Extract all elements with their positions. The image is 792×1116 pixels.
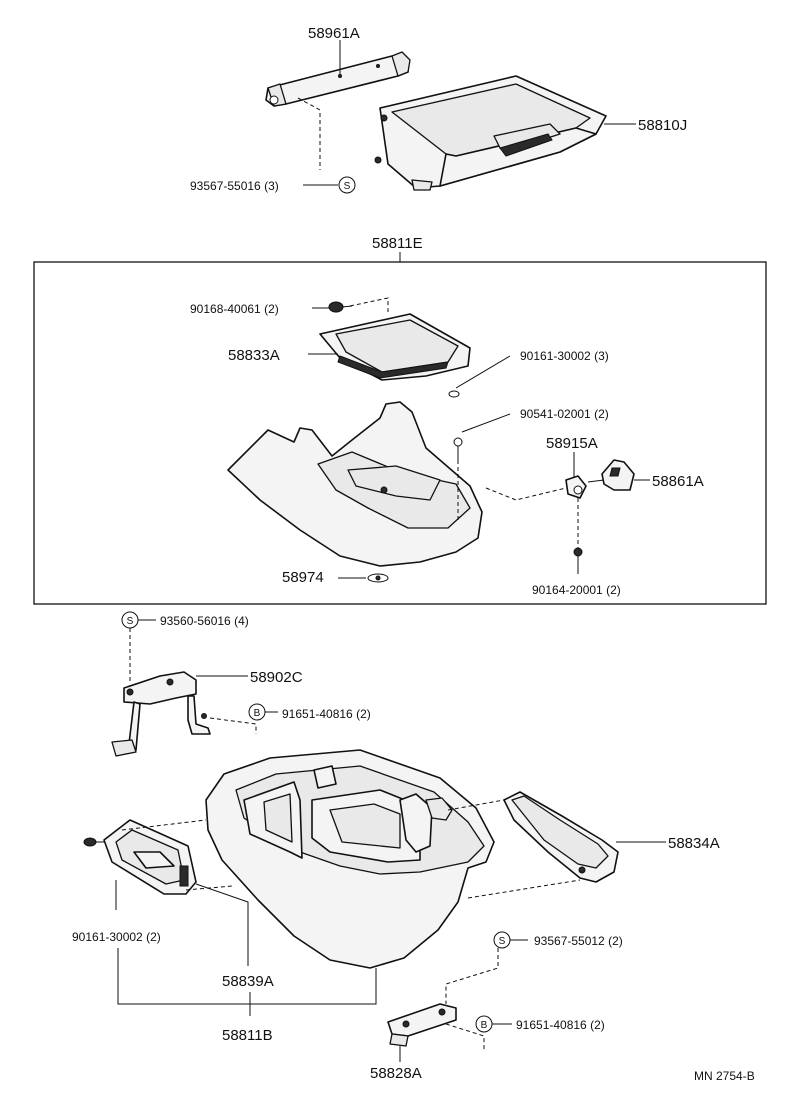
assembly-frame-58811e	[33, 261, 767, 605]
s-symbol-2: S	[121, 611, 139, 629]
label-58810j: 58810J	[638, 117, 687, 134]
label-90161-30002-3: 90161-30002 (3)	[520, 349, 609, 363]
shifter-panel	[227, 401, 483, 567]
storage-box-58810j	[374, 75, 607, 191]
label-58974: 58974	[282, 569, 324, 586]
tray-58833a	[319, 313, 471, 381]
label-58902c: 58902C	[250, 669, 303, 686]
label-90161-30002-2: 90161-30002 (2)	[72, 930, 161, 944]
s-symbol-1: S	[338, 176, 356, 194]
trim-58834a	[503, 791, 619, 883]
label-58915a: 58915A	[546, 435, 598, 452]
bracket-58828a	[387, 1003, 457, 1047]
label-90164-20001: 90164-20001 (2)	[532, 583, 621, 597]
svg-text:S: S	[344, 181, 351, 192]
b-symbol-1: B	[248, 703, 266, 721]
hinge-bracket-58961a	[265, 51, 411, 107]
label-58811e: 58811E	[372, 235, 423, 252]
lid-58839a	[103, 819, 197, 895]
screw-90164	[573, 547, 583, 574]
label-91651-40816-b: 91651-40816 (2)	[516, 1018, 605, 1032]
label-58961a: 58961A	[308, 25, 360, 42]
label-90168-40061: 90168-40061 (2)	[190, 302, 279, 316]
bracket-58902c	[111, 671, 211, 757]
label-93560-56016: 93560-56016 (4)	[160, 614, 249, 628]
label-58861a: 58861A	[652, 473, 704, 490]
label-58811b: 58811B	[222, 1027, 273, 1044]
label-90541-02001: 90541-02001 (2)	[520, 407, 609, 421]
knob-58861a	[601, 459, 635, 491]
screw-90168	[328, 301, 353, 313]
label-58833a: 58833A	[228, 347, 280, 364]
diagram-reference-code: MN 2754-B	[694, 1069, 755, 1083]
label-93567-55012: 93567-55012 (2)	[534, 934, 623, 948]
label-58828a: 58828A	[370, 1065, 422, 1082]
label-91651-40816-a: 91651-40816 (2)	[282, 707, 371, 721]
console-box-58811b	[205, 749, 495, 969]
s-symbol-3: S	[493, 931, 511, 949]
svg-text:B: B	[481, 1020, 488, 1031]
clip-58974	[367, 573, 389, 583]
svg-text:S: S	[499, 936, 506, 947]
label-58834a: 58834A	[668, 835, 720, 852]
svg-text:S: S	[127, 616, 134, 627]
screw-90541	[453, 437, 463, 460]
screw-90161-lid	[83, 837, 97, 847]
svg-text:B: B	[254, 708, 261, 719]
label-93567-55016: 93567-55016 (3)	[190, 179, 279, 193]
lock-58915a	[565, 475, 587, 499]
b-symbol-2: B	[475, 1015, 493, 1033]
label-58839a: 58839A	[222, 973, 274, 990]
